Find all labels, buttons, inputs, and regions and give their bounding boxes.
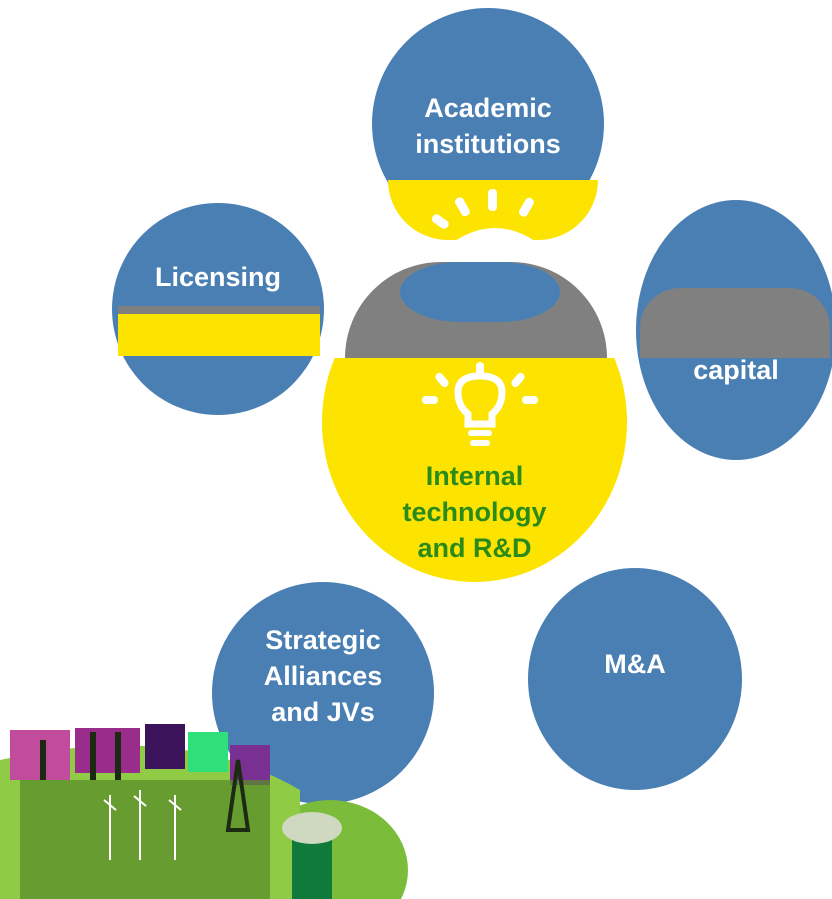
licensing-yellow-band: [118, 312, 320, 356]
sunrise-icon: [431, 189, 538, 243]
licensing-grey-band: [118, 306, 320, 314]
academic-institutions-label: Academic institutions: [415, 93, 561, 159]
power-plant-illustration: [0, 724, 408, 899]
center-blue-cap: [400, 262, 560, 322]
internal-rd-node: Internal technology and R&D: [322, 358, 627, 582]
internal-rd-label: Internal technology and R&D: [402, 461, 547, 563]
strategic-alliances-label: Strategic Alliances and JVs: [263, 625, 383, 727]
mna-node: M&A: [528, 568, 742, 790]
lightbulb-icon: [422, 362, 538, 446]
licensing-label: Licensing: [154, 262, 282, 292]
mna-label: M&A: [604, 649, 666, 679]
venture-grey-band: [640, 288, 830, 358]
venture-capital-label: capital: [693, 355, 779, 385]
